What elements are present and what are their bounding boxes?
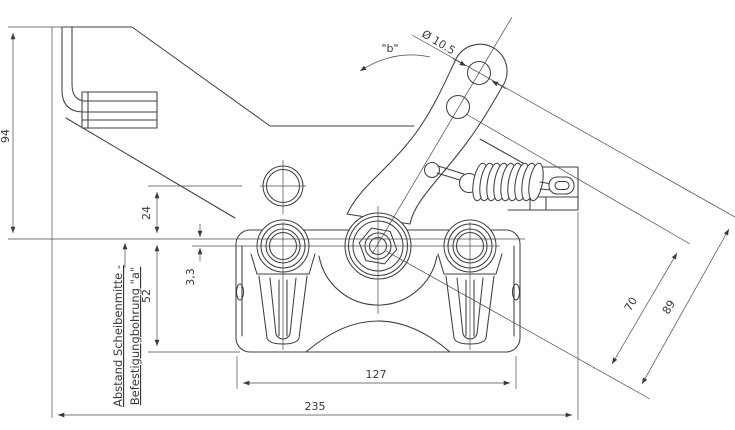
dim-lever-hole-far-label: 89 bbox=[660, 298, 678, 317]
angle-label: "b" bbox=[381, 42, 398, 55]
spring-pin bbox=[423, 161, 441, 179]
dim-overall-height-label: 94 bbox=[0, 129, 12, 143]
dim-top-offset: 24 bbox=[140, 185, 242, 233]
dim-overall-height: 94 bbox=[0, 26, 80, 233]
dim-mount-width-label: 127 bbox=[366, 368, 387, 381]
lever-hole-lower bbox=[445, 94, 471, 120]
plate-stack bbox=[81, 91, 158, 129]
angle-indicator: "b" bbox=[359, 42, 431, 72]
dim-center-offset: 3,3 bbox=[184, 224, 203, 286]
return-spring bbox=[436, 162, 575, 202]
note-line2: Befestigungbohrung "a" bbox=[128, 267, 142, 405]
dim-top-offset-label: 24 bbox=[140, 206, 153, 220]
dim-mount-width: 127 bbox=[236, 356, 517, 389]
dim-lower-height: 52 bbox=[140, 245, 240, 353]
note-abstand: Abstand Scheibenmitte - Befestigungbohru… bbox=[111, 243, 142, 407]
lever-centerline bbox=[371, 16, 513, 255]
spring-eye-right bbox=[548, 176, 575, 195]
dim-lever-holes: 70 89 bbox=[385, 113, 730, 400]
dim-overall-width-label: 235 bbox=[305, 400, 326, 413]
spring-coils bbox=[472, 162, 544, 202]
note-line1: Abstand Scheibenmitte - bbox=[111, 265, 125, 407]
bridge-arch bbox=[305, 320, 451, 353]
dim-lever-hole-near-label: 70 bbox=[622, 295, 640, 314]
dim-lower-height-label: 52 bbox=[140, 289, 153, 303]
dim-overall-width: 235 bbox=[58, 212, 579, 420]
dim-center-offset-label: 3,3 bbox=[184, 268, 197, 286]
